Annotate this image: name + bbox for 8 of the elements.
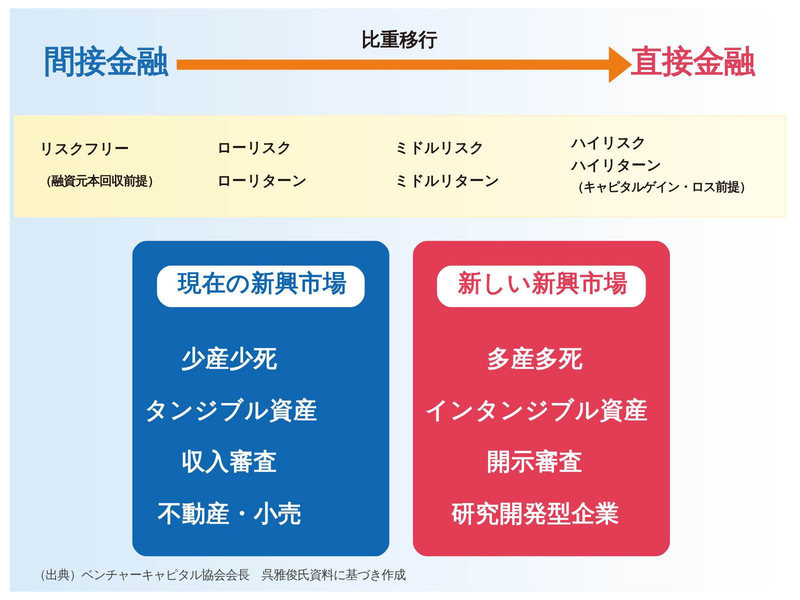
- node-box: 新しい新興市場: [437, 266, 646, 308]
- arrow: [176, 46, 632, 84]
- caption: （出典）ベンチャーキャピタル協会会長 呉雅俊氏資料に基づき作成: [33, 568, 406, 582]
- node-text: 間接金融: [44, 44, 168, 80]
- edge-label: 比重移行: [361, 28, 438, 51]
- node-box: リスクフリー （融資元本回収前提） ローリスク ローリターン ミドルリスク ミドルリターン ハイリスク ハイリターン （キャピタルゲイン・ロス前提）: [14, 115, 786, 218]
- node-box: 現在の新興市場: [157, 266, 365, 308]
- node-text: 直接金融: [631, 44, 756, 80]
